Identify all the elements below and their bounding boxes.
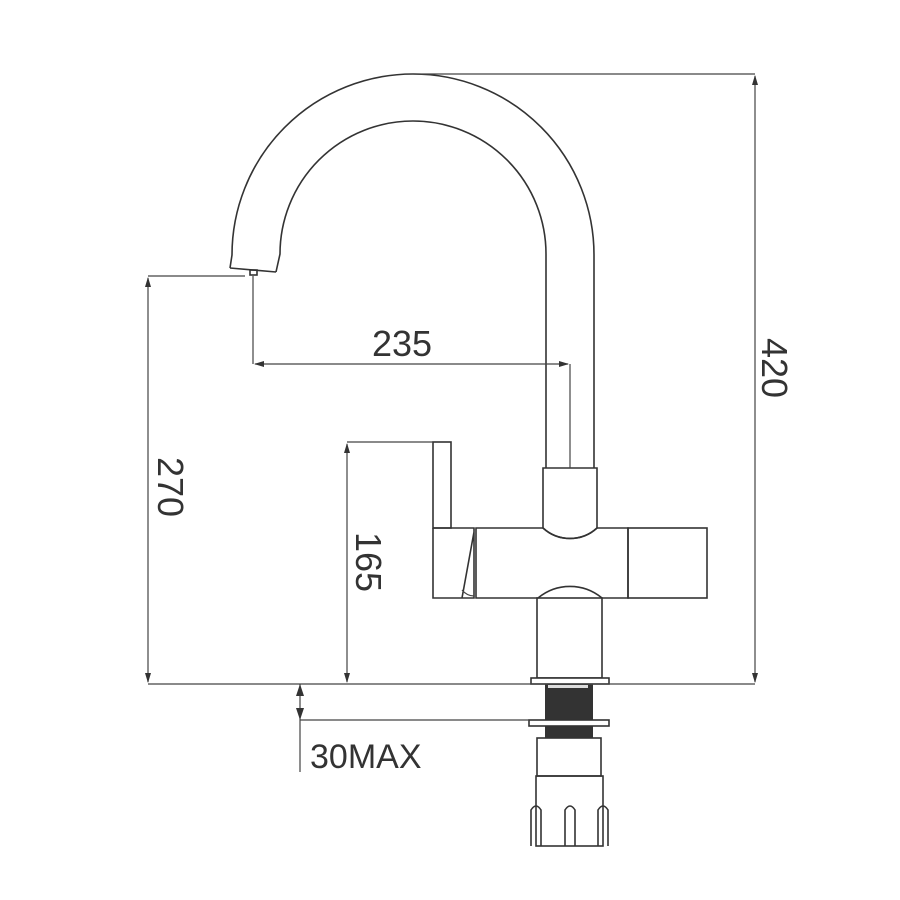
aerator [249, 269, 258, 276]
threaded-shank [545, 684, 593, 738]
handle-lever[interactable] [432, 441, 475, 599]
nut [536, 737, 602, 777]
dimension-165: 165 [344, 441, 433, 683]
connector [542, 467, 598, 540]
faucet-body [475, 527, 708, 599]
dimension-label-270: 270 [150, 457, 191, 517]
dimension-270: 270 [145, 275, 245, 683]
dimension-label-420: 420 [754, 338, 795, 398]
right-cap [627, 527, 708, 599]
neck [536, 597, 603, 679]
dimension-label-165: 165 [348, 532, 389, 592]
connector-fingers [530, 805, 609, 846]
dimension-30max: 30MAX [296, 684, 422, 776]
dimension-235: 235 [252, 276, 571, 468]
spout [229, 73, 595, 468]
dimension-label-235: 235 [372, 323, 432, 364]
washer [528, 719, 610, 727]
dimension-420: 420 [413, 73, 795, 683]
flange [530, 677, 610, 685]
dimension-label-30max: 30MAX [310, 738, 422, 776]
hose-connector [535, 775, 604, 847]
